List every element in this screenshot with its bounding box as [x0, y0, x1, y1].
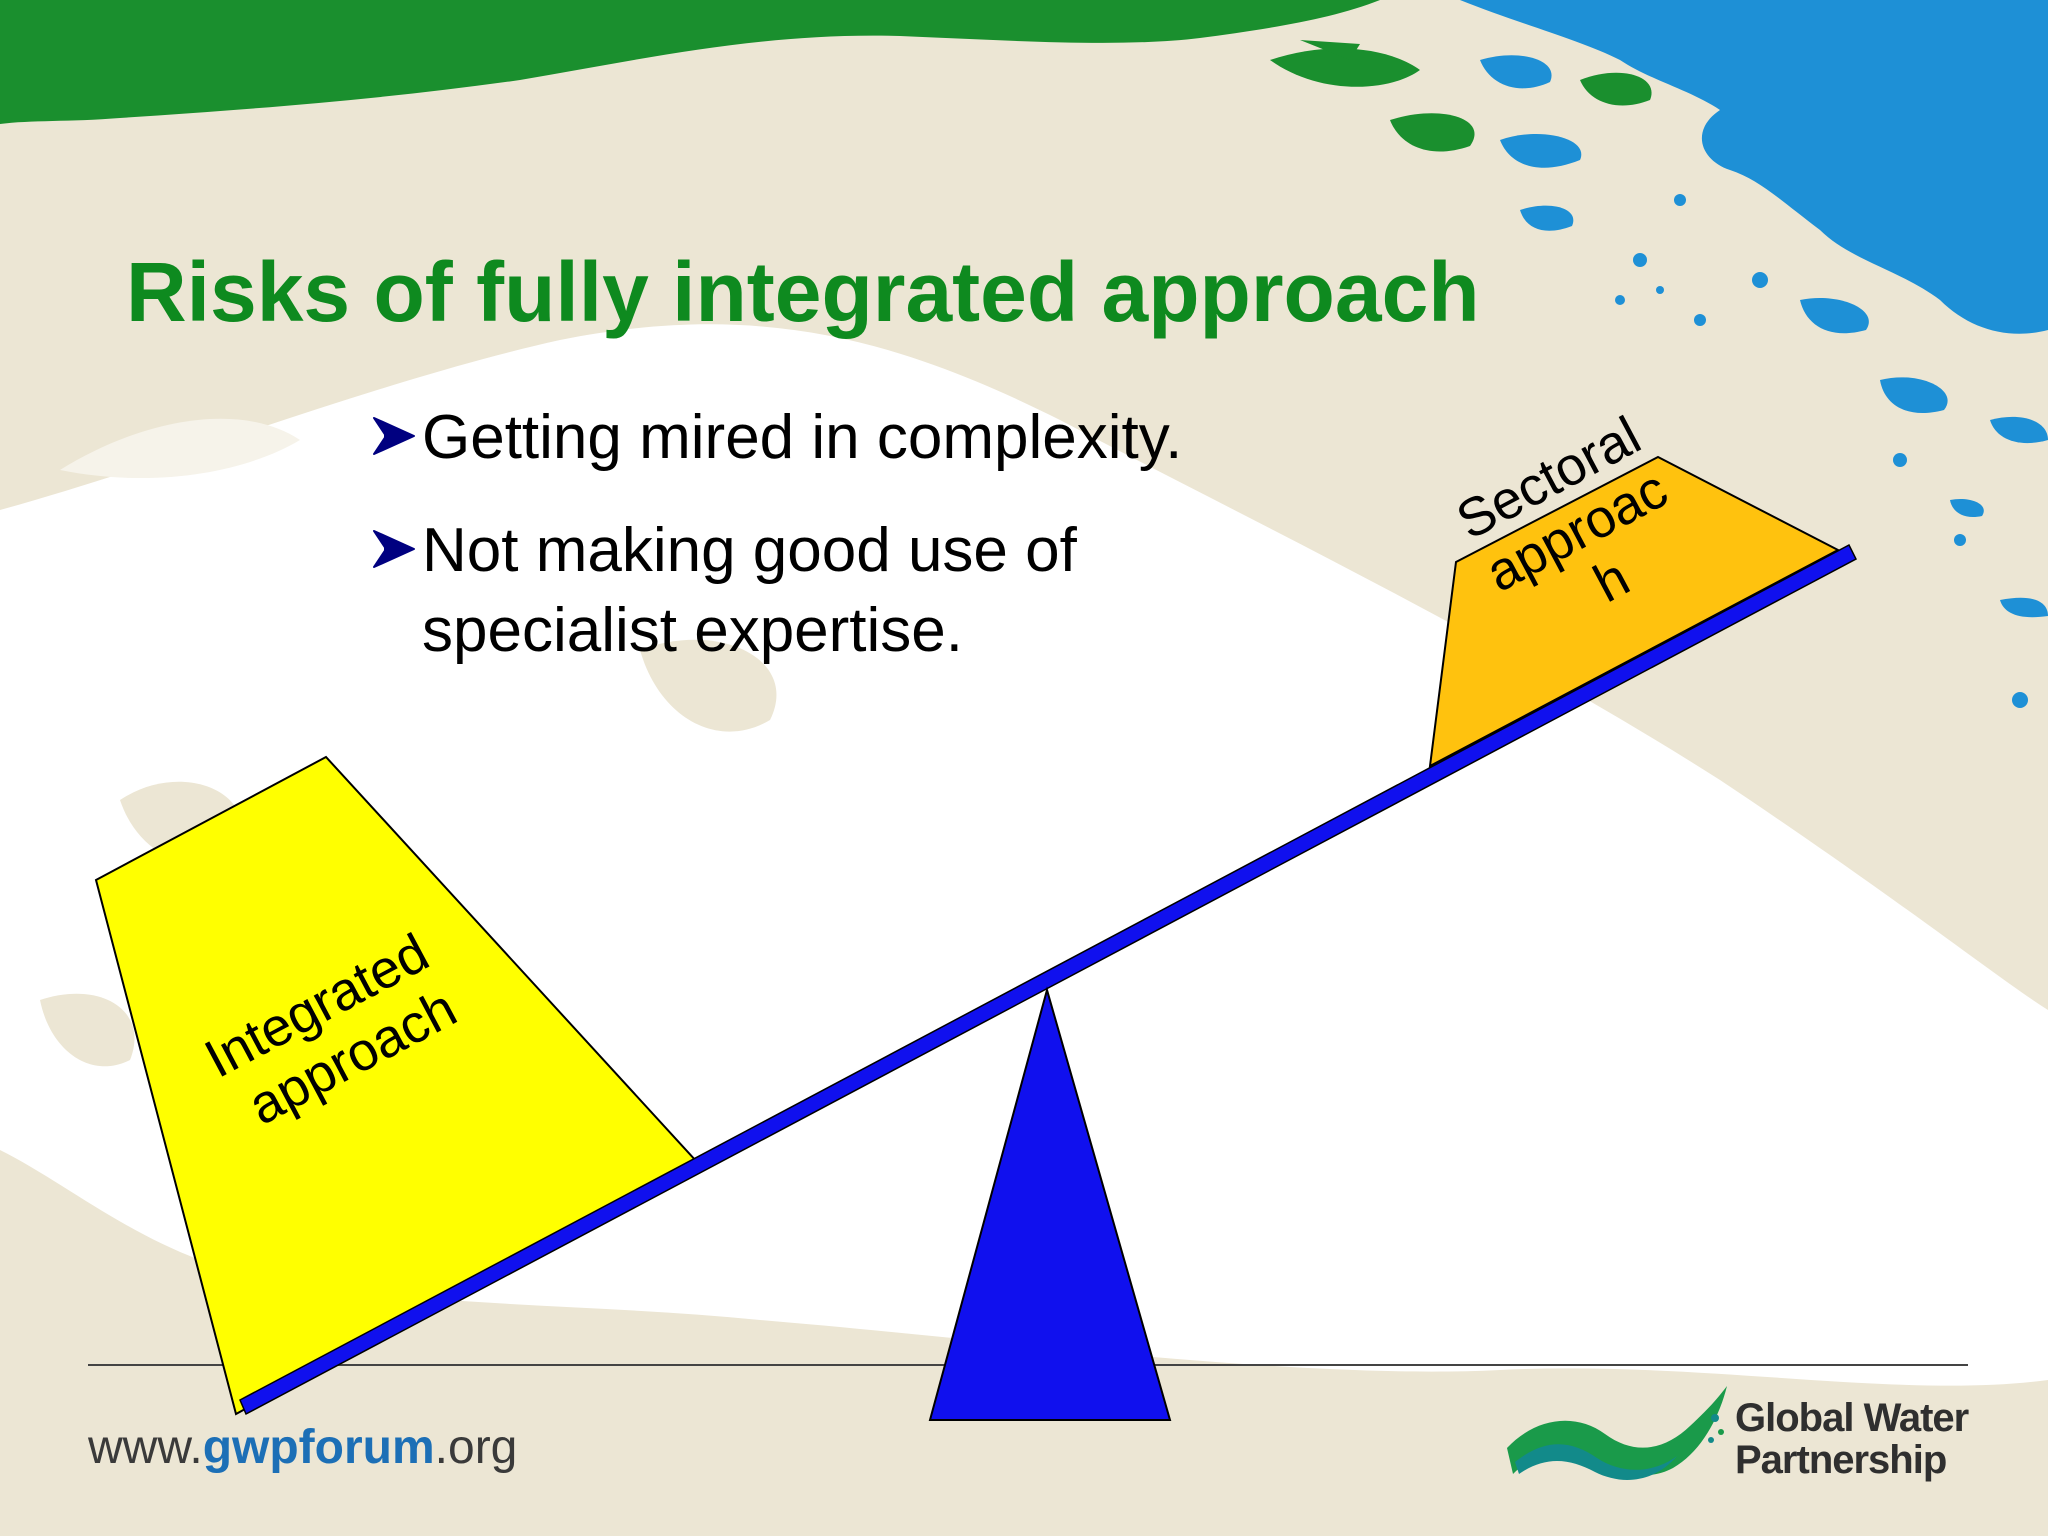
bullet-item: Getting mired in complexity.: [370, 398, 1322, 477]
logo-line-1: Global Water: [1735, 1396, 1969, 1440]
gwp-logo-mark: [1507, 1386, 1727, 1480]
seesaw-beam: [239, 543, 1857, 1416]
bullet-text: Getting mired in complexity.: [422, 403, 1183, 472]
bullet-text: Not making good use of specialist expert…: [422, 516, 1077, 665]
url-prefix: www.: [88, 1421, 203, 1474]
bullet-item: Not making good use of specialist expert…: [370, 511, 1322, 670]
map-green-area: [0, 0, 1380, 124]
url-suffix: .org: [434, 1421, 518, 1474]
left-weight: [94, 755, 699, 1416]
logo-line-2: Partnership: [1735, 1438, 1947, 1482]
map-water-area: [1460, 0, 2048, 334]
arrow-bullet-icon: [373, 530, 415, 569]
arrow-bullet-icon: [373, 417, 415, 455]
seesaw-fulcrum: [928, 986, 1172, 1421]
bullet-list: Getting mired in complexity. Not making …: [370, 398, 1322, 704]
slide-title: Risks of fully integrated approach: [126, 245, 1480, 339]
gwp-logo-text: Global Water Partnership: [1735, 1396, 1969, 1482]
footer-url[interactable]: www.gwpforum.org: [88, 1420, 517, 1475]
url-accent: gwpforum: [202, 1421, 435, 1474]
